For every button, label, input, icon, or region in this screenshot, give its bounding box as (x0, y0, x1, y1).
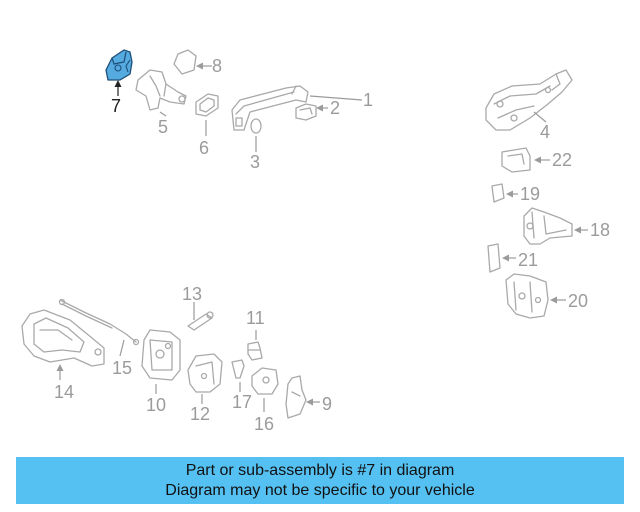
callout-21: 21 (502, 250, 538, 270)
part-4 (485, 69, 573, 131)
callout-10-label: 10 (146, 395, 166, 415)
callout-5: 5 (158, 111, 168, 137)
part-6 (195, 93, 219, 117)
part-16 (251, 367, 279, 395)
banner-line-1: Part or sub-assembly is #7 in diagram (185, 461, 455, 479)
callout-19-label: 19 (520, 184, 540, 204)
callout-4: 4 (533, 111, 550, 142)
callout-16-label: 16 (254, 414, 274, 434)
part-5 (135, 69, 187, 111)
part-11 (247, 341, 263, 361)
callout-16: 16 (254, 398, 274, 434)
callout-11: 11 (246, 308, 265, 340)
callout-20-label: 20 (568, 291, 588, 311)
part-21 (487, 243, 501, 273)
callout-17: 17 (232, 382, 252, 412)
part-13 (187, 311, 214, 331)
part-8 (173, 49, 197, 75)
callout-4-label: 4 (540, 122, 550, 142)
part-1 (231, 85, 309, 131)
callout-13-label: 13 (182, 284, 202, 304)
callout-20: 20 (550, 291, 588, 311)
callout-6: 6 (199, 120, 209, 158)
callout-5-label: 5 (158, 117, 168, 137)
callout-19: 19 (506, 184, 540, 204)
callout-11-label: 11 (246, 308, 265, 328)
callout-6-label: 6 (199, 138, 209, 158)
callout-8-label: 8 (212, 56, 222, 76)
part-22 (501, 147, 531, 173)
callout-22-label: 22 (552, 150, 572, 170)
part-15 (58, 298, 140, 346)
callout-22: 22 (534, 150, 572, 170)
callout-2-label: 2 (330, 98, 340, 118)
callout-17-label: 17 (232, 392, 252, 412)
callout-14-label: 14 (54, 382, 74, 402)
callout-7-label: 7 (111, 96, 121, 116)
callout-1: 1 (309, 90, 373, 110)
callout-8: 8 (196, 56, 222, 76)
callout-7: 7 (111, 80, 122, 116)
part-9 (285, 375, 307, 419)
info-banner: Part or sub-assembly is #7 in diagram Di… (16, 457, 624, 504)
part-3 (250, 118, 262, 134)
part-10 (141, 329, 181, 381)
part-2 (295, 103, 317, 121)
part-18 (523, 207, 573, 245)
callout-10: 10 (146, 384, 166, 415)
callout-15-label: 15 (112, 358, 132, 378)
callout-3-label: 3 (250, 152, 260, 172)
callout-2: 2 (316, 98, 340, 118)
part-20 (505, 273, 549, 319)
banner-line-2: Diagram may not be specific to your vehi… (165, 481, 475, 499)
callout-9: 9 (306, 394, 332, 414)
callout-18-label: 18 (590, 220, 610, 240)
callout-12: 12 (190, 394, 210, 424)
callout-15: 15 (112, 339, 132, 378)
callout-12-label: 12 (190, 404, 210, 424)
callout-9-label: 9 (322, 394, 332, 414)
callout-21-label: 21 (518, 250, 538, 270)
callout-13: 13 (182, 284, 202, 320)
part-17 (231, 359, 245, 379)
part-14 (21, 309, 105, 367)
callout-1-label: 1 (363, 90, 373, 110)
callout-3: 3 (250, 136, 260, 172)
callout-14: 14 (54, 364, 74, 402)
part-19 (491, 183, 505, 203)
callout-18: 18 (574, 220, 610, 240)
part-7-highlighted[interactable] (105, 49, 133, 81)
part-12 (187, 353, 223, 393)
